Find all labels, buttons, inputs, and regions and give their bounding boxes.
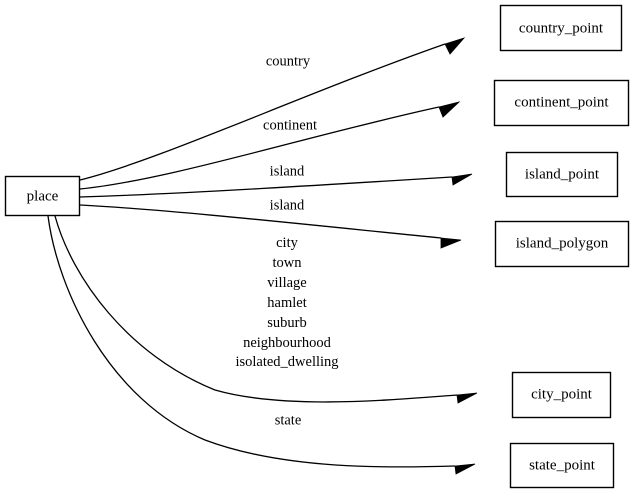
edge-path-island-polygon bbox=[79, 204, 442, 239]
edge-label-continent: continent bbox=[263, 117, 317, 133]
node-island-polygon[interactable]: island_polygon bbox=[494, 220, 630, 268]
edge-place-to-city-point bbox=[54, 215, 478, 404]
node-island-point-box[interactable] bbox=[505, 151, 619, 198]
edge-label-state: state bbox=[275, 412, 302, 428]
edge-path-state bbox=[47, 215, 456, 468]
edge-label-city-multiline: city town village hamlet suburb neighbou… bbox=[235, 235, 338, 370]
edge-label-line-suburb: suburb bbox=[267, 315, 306, 331]
edge-path-city bbox=[54, 215, 458, 403]
node-place[interactable]: place bbox=[4, 175, 81, 217]
node-continent-point-box[interactable] bbox=[493, 79, 630, 127]
node-place-label: place bbox=[27, 188, 59, 204]
edge-place-to-country-point bbox=[79, 37, 466, 181]
node-island-polygon-box[interactable] bbox=[494, 220, 630, 268]
edge-place-to-island-polygon bbox=[79, 204, 462, 249]
edge-label-island-polygon: island bbox=[270, 197, 305, 213]
arrowhead-island-point bbox=[451, 173, 473, 186]
edge-label-line-town: town bbox=[273, 255, 303, 271]
node-state-point-box[interactable] bbox=[509, 442, 615, 489]
edge-label-line-city: city bbox=[276, 235, 298, 251]
arrowhead-state bbox=[454, 463, 476, 475]
node-continent-point-label: continent_point bbox=[514, 94, 609, 110]
edge-label-line-neighbourhood: neighbourhood bbox=[243, 335, 332, 351]
node-city-point-box[interactable] bbox=[511, 371, 612, 419]
node-island-point[interactable]: island_point bbox=[505, 151, 619, 198]
edge-path-island-point bbox=[79, 176, 453, 198]
node-place-box[interactable] bbox=[4, 175, 81, 217]
edge-path-country bbox=[79, 43, 446, 181]
arrowhead-country bbox=[444, 37, 466, 55]
edge-place-to-state-point bbox=[47, 215, 476, 475]
node-state-point-label: state_point bbox=[529, 457, 596, 473]
arrowhead-continent bbox=[438, 101, 461, 118]
node-state-point[interactable]: state_point bbox=[509, 442, 615, 489]
node-continent-point[interactable]: continent_point bbox=[493, 79, 630, 127]
node-country-point-label: country_point bbox=[519, 20, 604, 36]
arrowhead-island-polygon bbox=[440, 237, 462, 249]
edge-label-country: country bbox=[266, 53, 311, 69]
edge-place-to-continent-point bbox=[79, 101, 461, 190]
node-city-point-label: city_point bbox=[531, 386, 593, 402]
arrowhead-city bbox=[456, 392, 478, 404]
node-city-point[interactable]: city_point bbox=[511, 371, 612, 419]
edge-path-continent bbox=[79, 106, 440, 190]
edge-label-line-village: village bbox=[267, 275, 306, 291]
edge-label-line-hamlet: hamlet bbox=[267, 295, 306, 311]
node-island-point-label: island_point bbox=[525, 166, 600, 182]
edge-place-to-island-point bbox=[79, 173, 473, 198]
edge-label-line-isolated-dwelling: isolated_dwelling bbox=[235, 354, 338, 370]
edge-label-island-point: island bbox=[270, 163, 305, 179]
node-country-point[interactable]: country_point bbox=[499, 4, 623, 52]
node-country-point-box[interactable] bbox=[499, 4, 623, 52]
node-island-polygon-label: island_polygon bbox=[516, 235, 609, 251]
